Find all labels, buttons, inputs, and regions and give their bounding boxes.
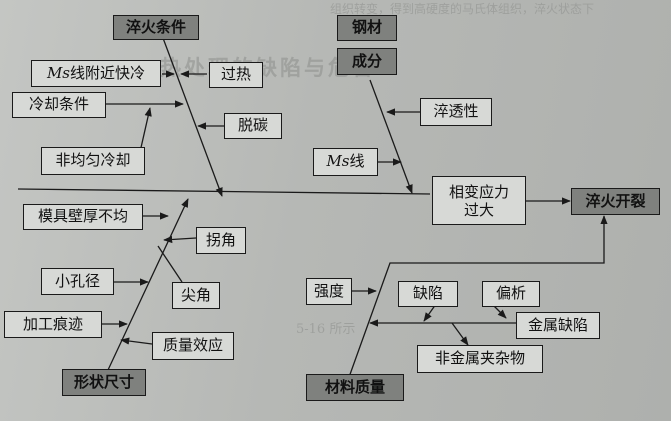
node-phase-stress: 相变应力 过大 [432,176,526,225]
background-page-text: 组织转变，得到高硬度的马氏体组织，淬火状态下 [330,2,595,16]
node-hardenability: 淬透性 [420,98,492,126]
spine-line [17,188,431,195]
node-defects: 缺陷 [398,281,458,307]
node-small-hole: 小孔径 [41,268,114,295]
ms-prefix: Ms [46,63,71,82]
node-steel: 钢材 [337,15,397,41]
node-corner: 拐角 [196,227,246,254]
background-figure-number: 5-16 所示 [296,322,356,337]
node-cooling-conditions: 冷却条件 [12,92,106,118]
node-metal-defects: 金属缺陷 [516,312,600,339]
bone-composition [369,79,413,194]
arrow-nonmetal-inclusions [451,322,469,346]
arrow-mass-effect [120,337,153,345]
node-uneven-cooling: 非均匀冷却 [41,147,145,175]
node-nonmetal-inclusions: 非金属夹杂物 [417,345,543,373]
ms-prefix: Ms [326,152,350,171]
ms-fast-cool-label: 线附近快冷 [70,63,146,82]
node-sharp-corner: 尖角 [172,282,220,309]
node-strength: 强度 [306,278,352,305]
node-mass-effect: 质量效应 [152,332,234,360]
node-material-quality: 材料质量 [306,374,404,401]
node-decarburization: 脱碳 [224,113,282,139]
node-uneven-wall: 模具壁厚不均 [23,204,143,230]
ms-line-label: 线 [349,152,365,171]
connector-sharp-corner [157,245,183,283]
bone-material-quality [347,215,608,381]
bone-quench-conditions [162,37,223,197]
node-quench-crack: 淬火开裂 [571,188,660,215]
node-quench-conditions: 淬火条件 [113,15,199,40]
node-composition: 成分 [337,48,397,75]
bone-uneven-cooling [139,107,152,153]
arrow-corner [163,235,197,244]
node-shape-size: 形状尺寸 [62,369,146,396]
phase-stress-line2: 过大 [463,200,494,219]
node-machining-marks: 加工痕迹 [4,311,102,338]
node-overheat: 过热 [209,62,263,88]
node-segregation: 偏析 [482,281,540,307]
phase-stress-line1: 相变应力 [448,182,509,201]
